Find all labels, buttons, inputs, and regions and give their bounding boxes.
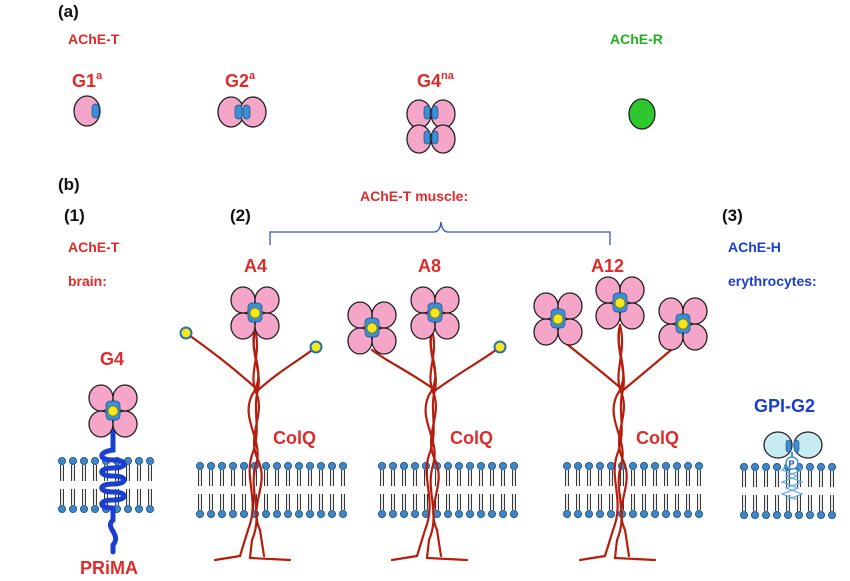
a8-colq-collagen bbox=[370, 328, 502, 562]
a12-tetramer-3 bbox=[658, 297, 708, 351]
sub2-number: (2) bbox=[230, 206, 251, 225]
sub1-form-label: G4 bbox=[100, 349, 124, 369]
sub1-number: (1) bbox=[64, 206, 85, 225]
a4-ends bbox=[179, 326, 323, 354]
muscle-bracket bbox=[269, 221, 611, 245]
brain-g4-tetramer bbox=[88, 384, 138, 438]
membrane-a4 bbox=[195, 461, 348, 519]
a12-colq-label: ColQ bbox=[636, 428, 679, 448]
a4-label: A4 bbox=[244, 256, 267, 276]
prima-label: PRiMA bbox=[80, 558, 138, 578]
a8-end bbox=[493, 340, 507, 354]
ache-r-title: AChE-R bbox=[610, 31, 663, 47]
phosphate-marker: P bbox=[785, 456, 799, 470]
g1-monomer bbox=[73, 95, 101, 127]
gpi-g2-dimer bbox=[763, 431, 823, 459]
membrane-a8 bbox=[377, 461, 519, 519]
g4-label: G4na bbox=[417, 70, 455, 91]
a8-colq-label: ColQ bbox=[450, 428, 493, 448]
a12-label: A12 bbox=[591, 256, 624, 276]
sub1-line1: AChE-T bbox=[68, 239, 120, 255]
membrane-a12 bbox=[562, 461, 704, 519]
a4-tetramer bbox=[230, 286, 280, 340]
g4-tetramer bbox=[406, 99, 456, 154]
gpi-anchor bbox=[780, 461, 804, 501]
a4-colq-label: ColQ bbox=[273, 428, 316, 448]
muscle-bracket-label: AChE-T muscle: bbox=[360, 188, 468, 204]
ache-r-monomer bbox=[628, 98, 656, 130]
sub3-line1: AChE-H bbox=[728, 239, 781, 255]
a8-label: A8 bbox=[418, 256, 441, 276]
g1-label: G1a bbox=[72, 70, 103, 91]
g2-dimer bbox=[217, 96, 267, 128]
a12-tetramer-1 bbox=[533, 292, 583, 346]
ache-t-title: AChE-T bbox=[68, 31, 120, 47]
sub1-line2: brain: bbox=[68, 273, 107, 289]
panel-b-label: (b) bbox=[58, 175, 80, 194]
panel-a-label: (a) bbox=[58, 2, 79, 21]
g2-label: G2a bbox=[225, 70, 256, 91]
sub3-number: (3) bbox=[722, 206, 743, 225]
svg-text:P: P bbox=[789, 459, 795, 469]
prima-anchor bbox=[99, 409, 127, 555]
a8-tetramer-1 bbox=[347, 301, 397, 355]
gpi-g2-label: GPI-G2 bbox=[754, 396, 815, 416]
a12-tetramer-2 bbox=[595, 276, 645, 330]
sub3-line2: erythrocytes: bbox=[728, 273, 817, 289]
a8-tetramer-2 bbox=[410, 286, 460, 340]
